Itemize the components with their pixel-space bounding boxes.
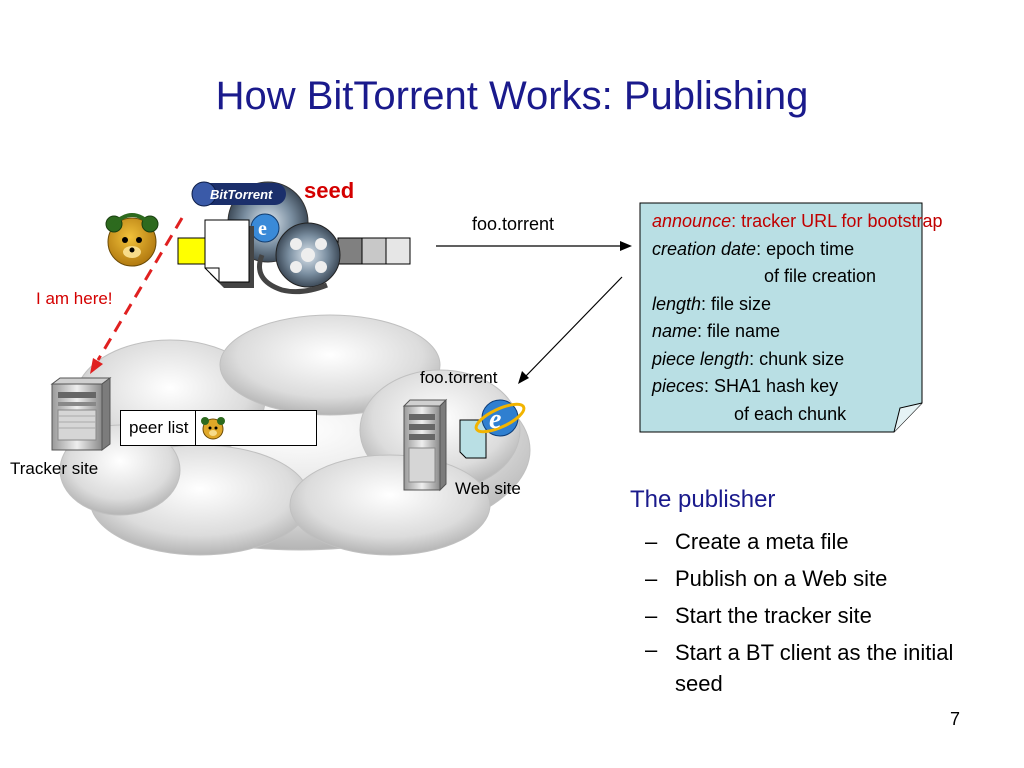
media-files-icon: e (227, 181, 341, 295)
list-item: –Start a BT client as the initial seed (645, 637, 954, 696)
seed-chunks (177, 237, 411, 265)
peer-list-label: peer list (121, 411, 196, 445)
web-site-label: Web site (455, 479, 521, 498)
arrow-to-web-site (518, 276, 623, 384)
metafile-creation-date: creation date: epoch time (652, 238, 855, 259)
list-item: –Publish on a Web site (645, 566, 888, 591)
tracker-site-label: Tracker site (10, 459, 99, 478)
i-am-here-label: I am here! (36, 289, 113, 308)
list-item: –Start the tracker site (645, 603, 872, 628)
metafile-fields: announce: tracker URL for bootstrap crea… (652, 208, 943, 428)
slide-title: How BitTorrent Works: Publishing (215, 74, 809, 118)
page-number: 7 (950, 709, 961, 729)
file-icon (204, 219, 254, 288)
tracker-server-icon (50, 377, 112, 451)
metafile-piece-length: piece length: chunk size (652, 348, 845, 369)
svg-text:e: e (258, 218, 267, 240)
list-item: –Create a meta file (645, 529, 849, 554)
web-torrent-file-label: foo.torrent (420, 368, 498, 387)
web-server-icon (402, 398, 448, 492)
metafile-pieces: pieces: SHA1 hash key (652, 376, 839, 396)
metafile-note (639, 202, 923, 433)
seed-label: seed (304, 178, 355, 203)
ie-browser-icon: e (474, 399, 526, 437)
seed-bear-icon (105, 213, 159, 267)
internet-cloud (59, 314, 531, 556)
peer-list-box: peer list (120, 410, 317, 446)
arrow-to-metafile (436, 241, 632, 251)
i-am-here-arrow (90, 217, 184, 374)
svg-text:e: e (489, 404, 501, 435)
metafile-announce: announce: tracker URL for bootstrap (652, 211, 943, 231)
metafile-pieces-cont: of each chunk (734, 403, 847, 424)
bittorrent-logo: BitTorrent (190, 180, 288, 208)
metafile-length: length: file size (652, 293, 772, 314)
logo-text: BitTorrent (210, 187, 273, 202)
publisher-heading: The publisher (630, 486, 776, 513)
metafile-creation-date-cont: of file creation (764, 266, 877, 286)
publisher-steps: –Create a meta file –Publish on a Web si… (645, 523, 975, 699)
torrent-file-label: foo.torrent (472, 214, 555, 234)
metafile-name: name: file name (652, 321, 781, 341)
peer-bear-icon (196, 411, 230, 445)
torrent-file-icon (459, 419, 487, 459)
